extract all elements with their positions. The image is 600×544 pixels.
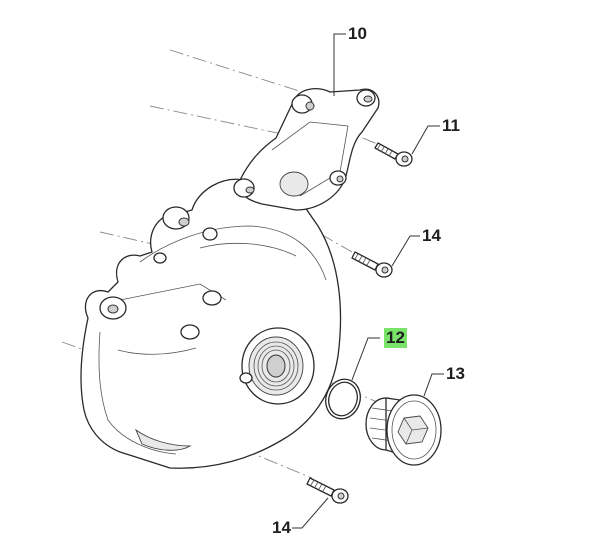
callout-14-lower: 14 [272, 518, 291, 537]
plug-13 [365, 394, 442, 466]
bolt-14-upper [351, 251, 393, 278]
callout-12-highlighted[interactable]: 12 [384, 328, 407, 348]
leader-lines [292, 33, 444, 529]
bolt-11 [374, 142, 413, 167]
callout-14-upper: 14 [422, 226, 441, 245]
upper-cover-plate [233, 88, 380, 211]
callout-11: 11 [442, 116, 460, 135]
callout-13: 13 [446, 364, 465, 383]
bolt-14-lower [306, 477, 349, 504]
generator-cover [80, 178, 342, 469]
o-ring-12 [325, 378, 361, 420]
callout-10: 10 [348, 24, 367, 43]
